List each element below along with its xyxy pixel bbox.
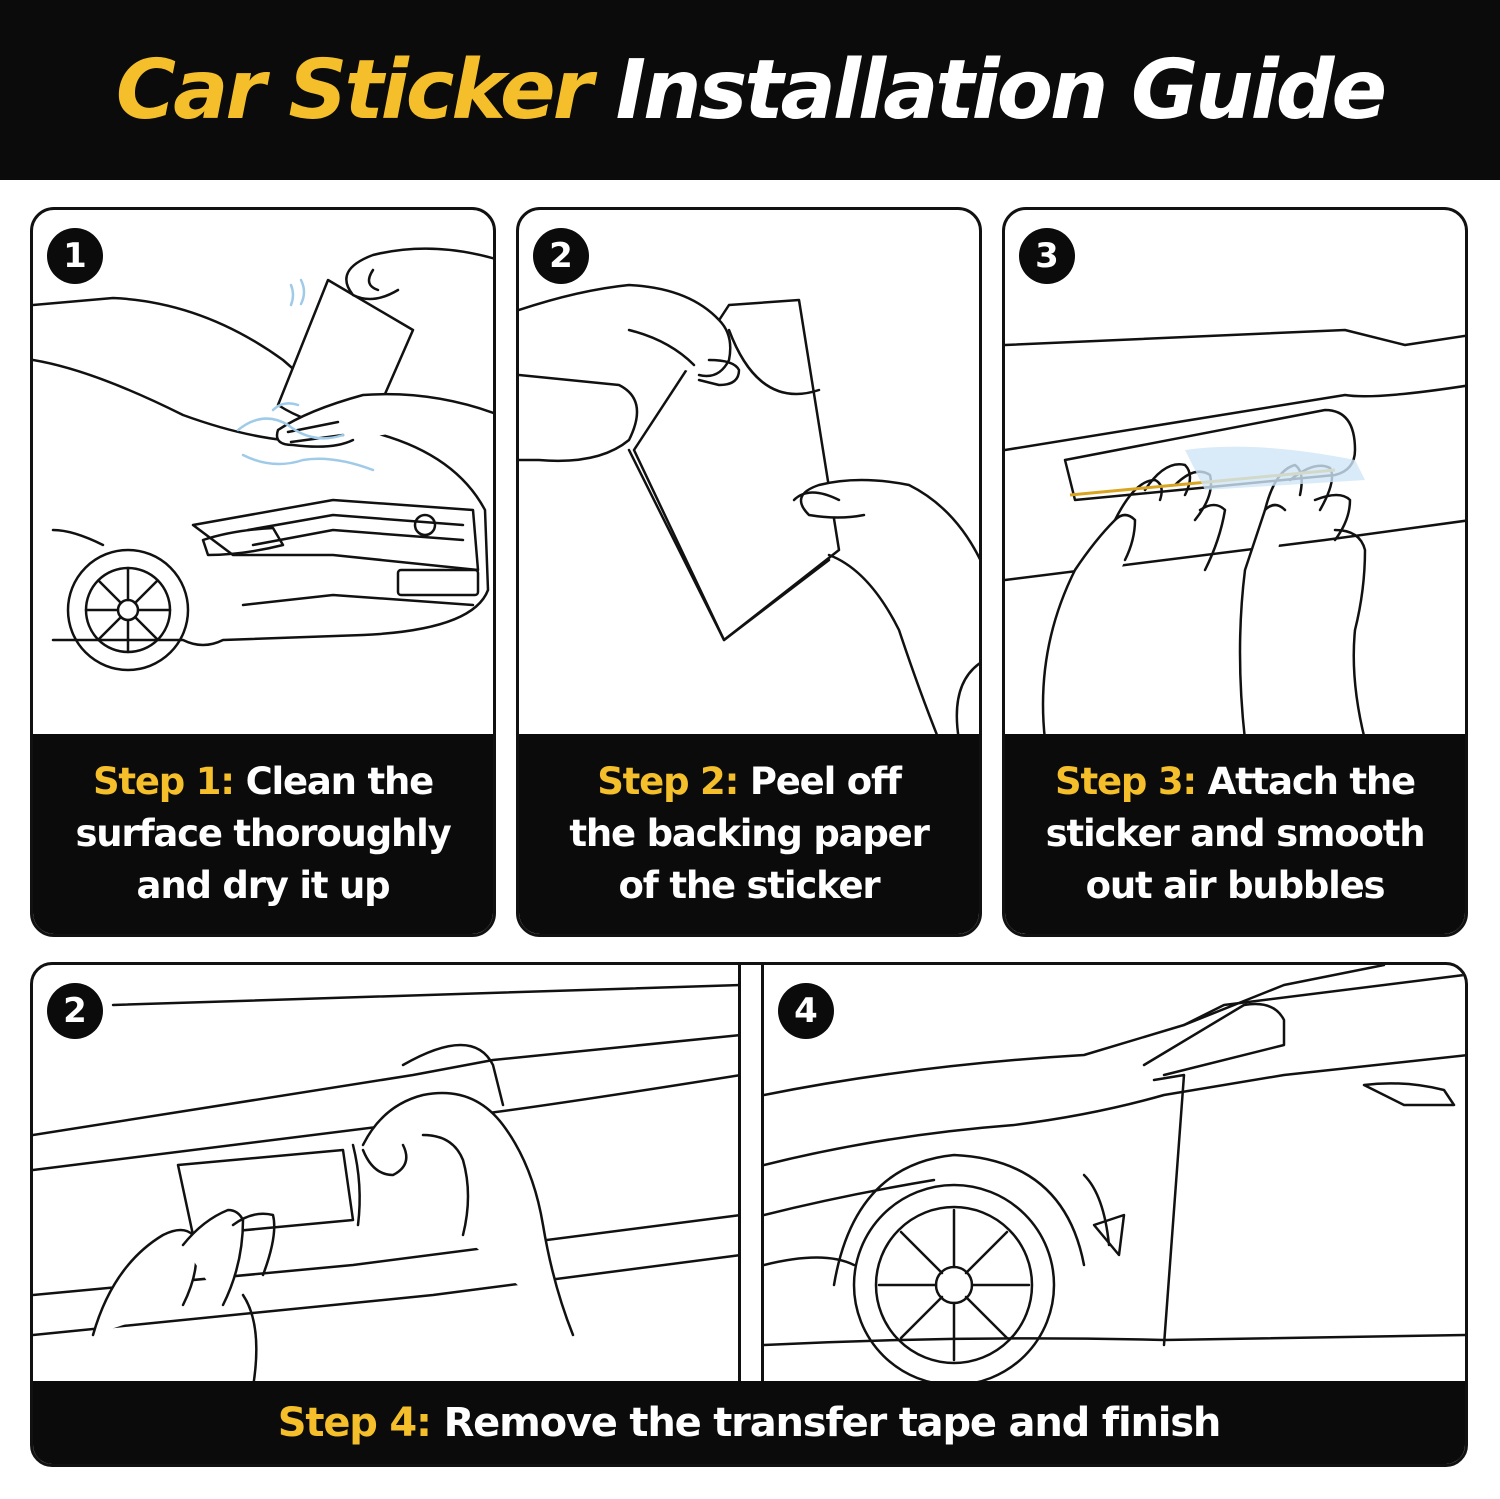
caption-line: and dry it up <box>136 864 391 907</box>
caption-line: Attach the <box>1207 760 1416 803</box>
step-label-2: Step 2: <box>597 760 739 803</box>
step-badge-4-left: 2 <box>47 983 103 1039</box>
step-panel-3: 3 Step 3: Attach the sticker and smooth … <box>1002 207 1468 937</box>
step-badge-4-right: 4 <box>778 983 834 1039</box>
step-panel-4-left: 2 <box>33 965 741 1387</box>
step-label-4: Step 4: <box>277 1399 432 1446</box>
step-panel-2: 2 Step 2: Peel off the backing paper of … <box>516 207 982 937</box>
caption-line: Clean the <box>245 760 435 803</box>
step-caption-3: Step 3: Attach the sticker and smooth ou… <box>1005 734 1465 934</box>
removing-transfer-tape-illustration-icon <box>33 983 741 1387</box>
caption-line: surface thoroughly <box>75 812 451 855</box>
smoothing-sticker-illustration-icon <box>1005 328 1465 740</box>
step-badge-3: 3 <box>1019 228 1075 284</box>
caption-line: sticker and smooth <box>1045 812 1426 855</box>
title-accent: Car Sticker <box>115 42 593 138</box>
caption-line: of the sticker <box>618 864 881 907</box>
step-caption-1: Step 1: Clean the surface thoroughly and… <box>33 734 493 934</box>
title-rest: Installation Guide <box>615 42 1387 138</box>
step-badge-1: 1 <box>47 228 103 284</box>
step-caption-2: Step 2: Peel off the backing paper of th… <box>519 734 979 934</box>
caption-line: the backing paper <box>569 812 929 855</box>
caption-line: Remove the transfer tape and finish <box>443 1399 1222 1446</box>
finished-car-side-illustration-icon <box>764 965 1465 1387</box>
step-panel-4-right: 4 <box>761 965 1465 1387</box>
caption-line: out air bubbles <box>1085 864 1386 907</box>
cleaning-car-hood-illustration-icon <box>33 247 493 672</box>
step-badge-2: 2 <box>533 228 589 284</box>
step-panel-1: 1 <box>30 207 496 937</box>
step-caption-4: Step 4: Remove the transfer tape and fin… <box>33 1381 1465 1464</box>
peeling-backing-paper-illustration-icon <box>519 283 979 740</box>
caption-line: Peel off <box>749 760 902 803</box>
step-panel-4-container: 2 4 <box>30 962 1468 1467</box>
step-label-3: Step 3: <box>1055 760 1197 803</box>
header-banner: Car Sticker Installation Guide <box>0 0 1500 180</box>
step-label-1: Step 1: <box>92 760 235 803</box>
page-title: Car Sticker Installation Guide <box>115 42 1387 138</box>
